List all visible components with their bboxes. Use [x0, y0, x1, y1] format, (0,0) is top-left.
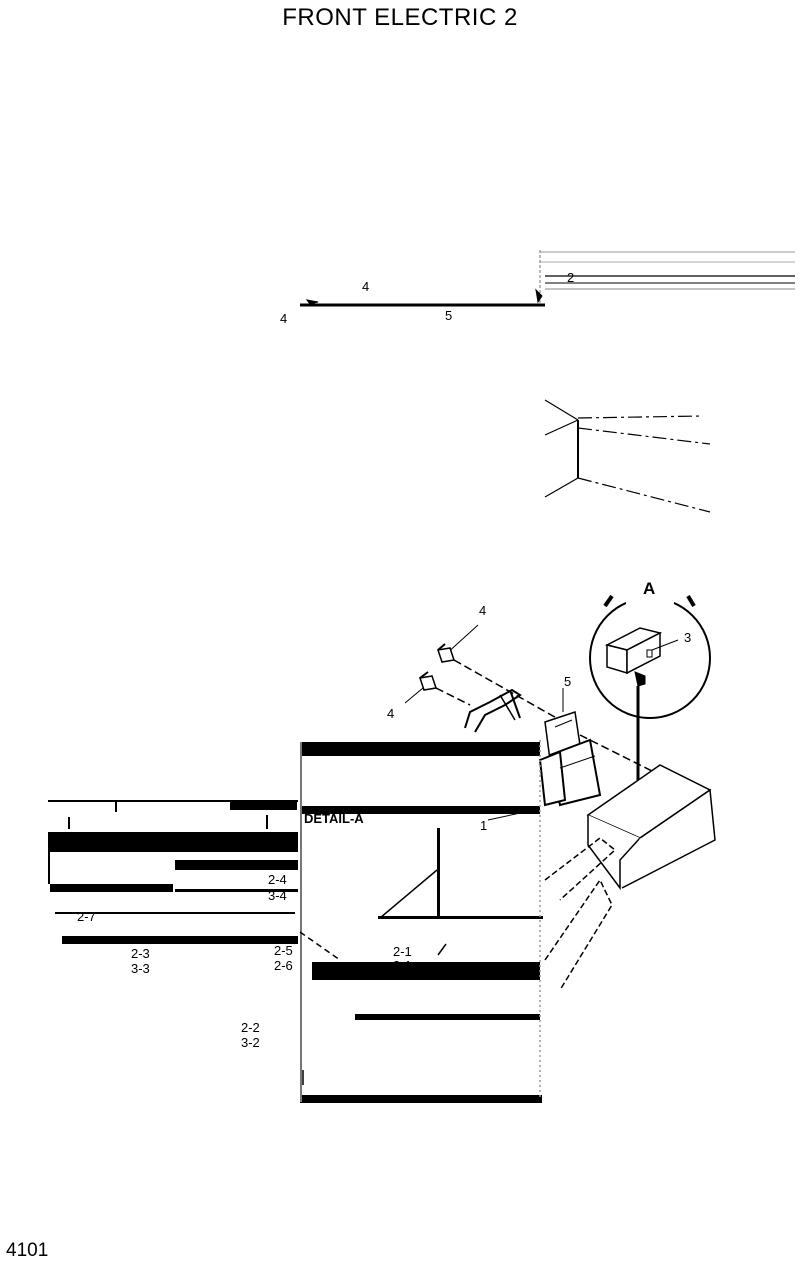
- page-title: FRONT ELECTRIC 2: [282, 4, 518, 31]
- label-part-4-left: 4: [280, 311, 287, 326]
- label-part-2-7: 2-7: [77, 909, 96, 924]
- label-part-5-top: 5: [445, 308, 452, 323]
- label-part-2-3: 2-3: [131, 946, 150, 961]
- label-part-3: 3: [684, 630, 691, 645]
- label-part-4-upper: 4: [479, 603, 486, 618]
- label-part-2-2: 2-2: [241, 1020, 260, 1035]
- page-number: 4101: [6, 1240, 49, 1261]
- label-part-4-lower: 4: [387, 706, 394, 721]
- label-part-2: 2: [567, 270, 574, 285]
- label-part-3-1: 3-1: [393, 958, 412, 973]
- detail-panel: [48, 800, 298, 944]
- center-panel: [300, 742, 543, 1103]
- label-part-4-top: 4: [362, 279, 369, 294]
- label-part-5-lower: 5: [564, 674, 571, 689]
- detail-a-circle: [589, 588, 711, 805]
- label-part-2-6: 2-6: [274, 958, 293, 973]
- label-part-3-2: 3-2: [241, 1035, 260, 1050]
- label-part-1: 1: [480, 818, 487, 833]
- detail-a-marker: A: [643, 579, 655, 598]
- label-part-3-3: 3-3: [131, 961, 150, 976]
- detail-a-panel-label: DETAIL-A: [304, 811, 364, 826]
- label-part-2-1: 2-1: [393, 944, 412, 959]
- label-part-2-5: 2-5: [274, 943, 293, 958]
- label-part-2-4: 2-4: [268, 872, 287, 887]
- guide-lines: [544, 399, 711, 513]
- module-box-icon: [604, 627, 663, 687]
- label-part-3-4: 3-4: [268, 888, 287, 903]
- battery-box: [544, 764, 716, 991]
- top-assembly: [300, 250, 795, 307]
- center-mechanism: [404, 624, 661, 821]
